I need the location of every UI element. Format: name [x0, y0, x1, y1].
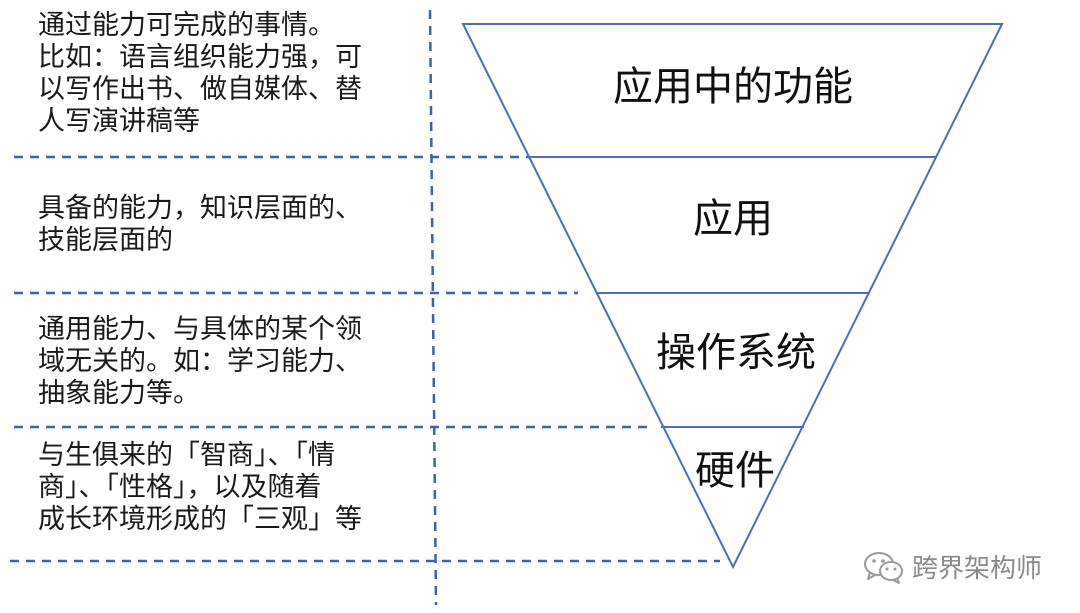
- description-line: 成长环境形成的「三观」等: [38, 504, 362, 535]
- layer-label-os: 操作系统: [656, 330, 816, 376]
- vertical-divider: [428, 9, 438, 606]
- description-line: 通过能力可完成的事情。: [38, 10, 335, 41]
- layer-label-functions: 应用中的功能: [613, 64, 853, 110]
- description-line: 与生俱来的「智商」、「情: [38, 440, 335, 471]
- description-line: 具备的能力，知识层面的、: [38, 193, 362, 224]
- description-line: 通用能力、与具体的某个领: [38, 314, 362, 345]
- description-line: 技能层面的: [38, 225, 173, 256]
- description-line: 人写演讲稿等: [38, 106, 200, 137]
- wechat-icon: [864, 551, 903, 584]
- layer-label-applications: 应用: [693, 196, 773, 242]
- description-line: 商」、「性格」，以及随着: [38, 472, 322, 503]
- description-os: 通用能力、与具体的某个领 域无关的。如：学习能力、 抽象能力等。: [38, 314, 418, 410]
- description-applications: 具备的能力，知识层面的、 技能层面的: [38, 193, 418, 257]
- layer-label-hardware: 硬件: [695, 448, 775, 494]
- description-functions: 通过能力可完成的事情。 比如：语言组织能力强，可 以写作出书、做自媒体、替 人写…: [38, 10, 418, 138]
- description-hardware: 与生俱来的「智商」、「情 商」、「性格」，以及随着 成长环境形成的「三观」等: [38, 440, 418, 536]
- description-line: 域无关的。如：学习能力、: [38, 346, 362, 377]
- watermark-text: 跨界架构师: [912, 554, 1043, 584]
- pyramid-outline: [461, 23, 1004, 570]
- watermark: 跨界架构师: [862, 548, 1042, 585]
- description-line: 抽象能力等。: [38, 378, 200, 409]
- description-line: 比如：语言组织能力强，可: [38, 42, 362, 73]
- description-line: 以写作出书、做自媒体、替: [38, 74, 362, 105]
